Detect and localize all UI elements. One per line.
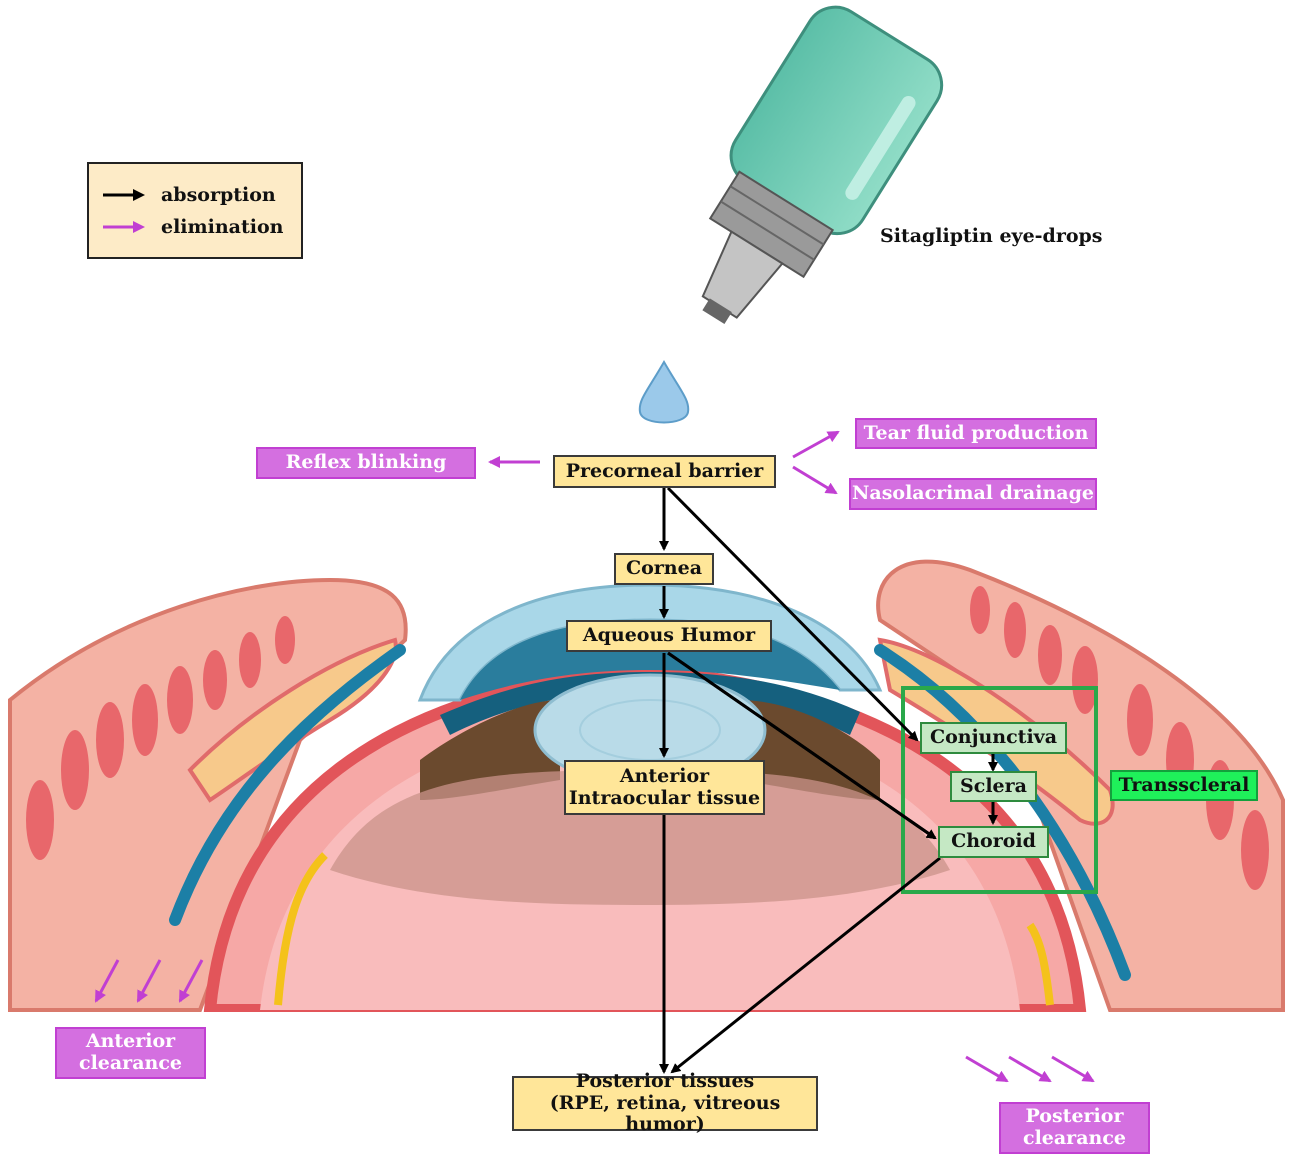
nasolacrimal-drainage-box: Nasolacrimal drainage bbox=[849, 478, 1097, 510]
product-label: Sitagliptin eye-drops bbox=[880, 225, 1103, 247]
posterior-clearance-box: Posterior clearance bbox=[999, 1102, 1150, 1154]
purple-arrow-icon bbox=[103, 220, 145, 234]
sclera-box: Sclera bbox=[950, 771, 1037, 802]
legend-absorption-label: absorption bbox=[161, 184, 276, 206]
anterior-intraocular-line2: Intraocular tissue bbox=[569, 788, 760, 810]
anterior-clearance-line2: clearance bbox=[79, 1053, 182, 1075]
choroid-box: Choroid bbox=[938, 826, 1049, 858]
anterior-intraocular-line1: Anterior bbox=[620, 766, 709, 788]
precorneal-barrier-box: Precorneal barrier bbox=[553, 455, 776, 488]
transscleral-box: Transscleral bbox=[1110, 770, 1258, 801]
legend-elimination: elimination bbox=[103, 215, 283, 239]
black-arrow-icon bbox=[103, 188, 145, 202]
posterior-tissues-line1: Posterior tissues bbox=[576, 1071, 755, 1093]
anterior-clearance-box: Anterior clearance bbox=[55, 1027, 206, 1079]
cornea-box: Cornea bbox=[614, 553, 714, 585]
legend-elimination-label: elimination bbox=[161, 216, 283, 238]
reflex-blinking-box: Reflex blinking bbox=[256, 447, 476, 479]
anterior-intraocular-box: Anterior Intraocular tissue bbox=[564, 760, 765, 815]
droplet-icon bbox=[640, 362, 689, 423]
legend: absorption elimination bbox=[87, 162, 303, 259]
conjunctiva-box: Conjunctiva bbox=[920, 722, 1067, 754]
posterior-tissues-line2: (RPE, retina, vitreous humor) bbox=[514, 1093, 816, 1137]
tear-fluid-production-box: Tear fluid production bbox=[855, 418, 1097, 449]
legend-absorption: absorption bbox=[103, 183, 276, 207]
eye-drop-bottle-icon bbox=[650, 0, 953, 357]
posterior-clearance-line1: Posterior bbox=[1026, 1106, 1124, 1128]
anterior-clearance-line1: Anterior bbox=[86, 1031, 175, 1053]
aqueous-humor-box: Aqueous Humor bbox=[566, 620, 772, 652]
posterior-clearance-line2: clearance bbox=[1023, 1128, 1126, 1150]
posterior-tissues-box: Posterior tissues (RPE, retina, vitreous… bbox=[512, 1076, 818, 1131]
